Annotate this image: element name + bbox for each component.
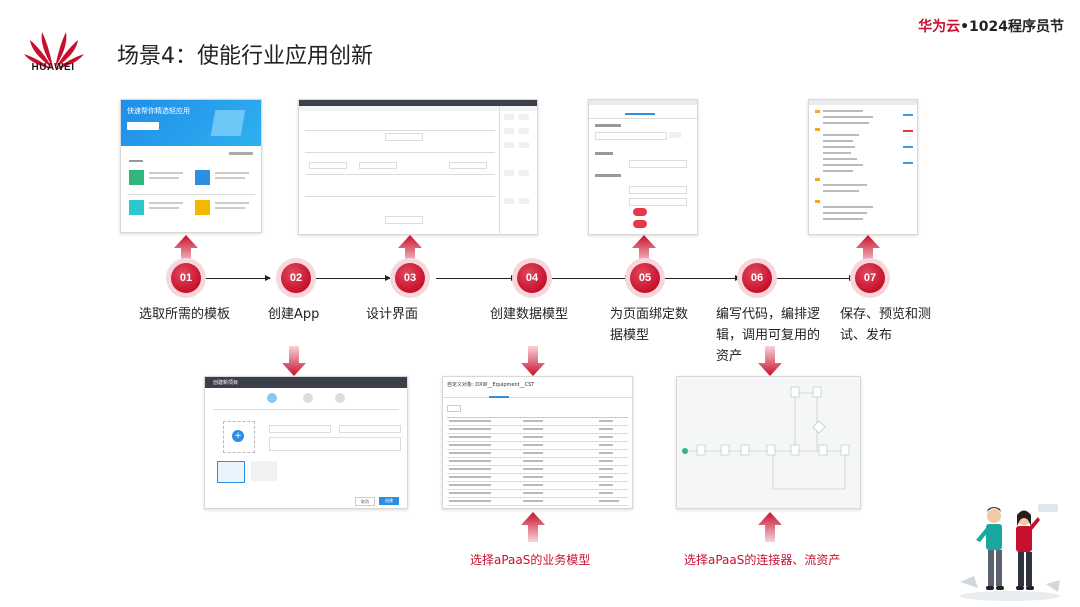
huawei-logo-icon [24, 32, 84, 69]
timeline-connector [552, 275, 631, 281]
timeline-connector [436, 275, 517, 281]
app-type-icon[interactable] [267, 393, 277, 403]
add-icon-box[interactable] [223, 421, 255, 453]
plus-icon[interactable]: + [232, 430, 244, 442]
event-brand-cloud: 华为云 [918, 19, 961, 35]
arrow-up-icon [174, 235, 198, 265]
step-05-label: 为页面绑定数据模型 [610, 307, 689, 343]
step-03-badge: 03 [395, 263, 425, 293]
arrow-down-icon [282, 346, 306, 376]
flow-diagram [682, 386, 850, 490]
timeline-connector [316, 275, 391, 281]
caption-connector: 选择aPaaS的连接器、流资产 [684, 553, 841, 567]
template-option[interactable] [217, 461, 245, 483]
event-brand: 华为云•1024程序员节 [918, 16, 1064, 36]
screenshot-create-app-dialog: 创建新项目 + 取消 创建 [204, 376, 408, 509]
screenshot-flow-editor [676, 376, 861, 509]
binding-toggle-icon[interactable] [633, 208, 647, 216]
arrow-up-icon [521, 512, 545, 542]
template-card-icon [195, 200, 210, 215]
data-model-active-tab[interactable] [489, 396, 509, 398]
app-type-icon[interactable] [335, 393, 345, 403]
step-06-label: 编写代码，编排逻辑，调用可复用的资产 [716, 307, 821, 364]
screenshot-data-model: 自定义对象: DXW__Equipment__CST [442, 376, 633, 509]
developer-mascots-icon [960, 504, 1060, 601]
step-07-label: 保存、预览和测试、发布 [840, 307, 932, 343]
screenshot-templates: 快速帮你精选轻应用 [120, 99, 262, 233]
step-04-badge: 04 [517, 263, 547, 293]
step-05-badge: 05 [630, 263, 660, 293]
arrow-down-icon [758, 346, 782, 376]
arrow-up-icon [856, 235, 880, 265]
template-banner-graphic-icon [210, 110, 246, 136]
template-banner-title: 快速帮你精选轻应用 [127, 107, 190, 115]
timeline-connector [776, 275, 855, 281]
template-option[interactable] [251, 461, 277, 481]
arrow-up-icon [758, 512, 782, 542]
timeline-connector [202, 275, 271, 281]
template-banner-button[interactable] [127, 122, 159, 130]
step-07-badge: 07 [855, 263, 885, 293]
binding-active-tab[interactable] [625, 113, 655, 115]
template-card-icon [195, 170, 210, 185]
step-02-badge: 02 [281, 263, 311, 293]
step-04-label: 创建数据模型 [490, 307, 569, 322]
step-01-label: 选取所需的模板 [139, 307, 231, 322]
step-02-label: 创建App [268, 307, 320, 322]
step-03-label: 设计界面 [366, 307, 419, 322]
huawei-logo-text: HUAWEI [31, 62, 75, 73]
step-01-badge: 01 [171, 263, 201, 293]
page-title: 场景4：使能行业应用创新 [117, 44, 373, 69]
app-type-icon[interactable] [303, 393, 313, 403]
caption-data-model: 选择aPaaS的业务模型 [470, 553, 591, 567]
step-06-badge: 06 [742, 263, 772, 293]
binding-toggle-icon[interactable] [633, 220, 647, 228]
timeline-connector [664, 275, 741, 281]
arrow-up-icon [632, 235, 656, 265]
cancel-button[interactable]: 取消 [355, 497, 375, 506]
dialog-title: 创建新项目 [213, 380, 239, 386]
screenshot-page-designer [298, 99, 538, 235]
screenshot-data-binding [588, 99, 698, 235]
designer-toolbar [299, 100, 537, 106]
data-model-title: 自定义对象: DXW__Equipment__CST [447, 382, 535, 388]
arrow-up-icon [398, 235, 422, 265]
arrow-down-icon [521, 346, 545, 376]
template-card-icon [129, 170, 144, 185]
event-brand-festival: •1024程序员节 [960, 19, 1064, 35]
template-card-icon [129, 200, 144, 215]
screenshot-publish [808, 99, 918, 235]
create-button[interactable]: 创建 [379, 497, 399, 505]
